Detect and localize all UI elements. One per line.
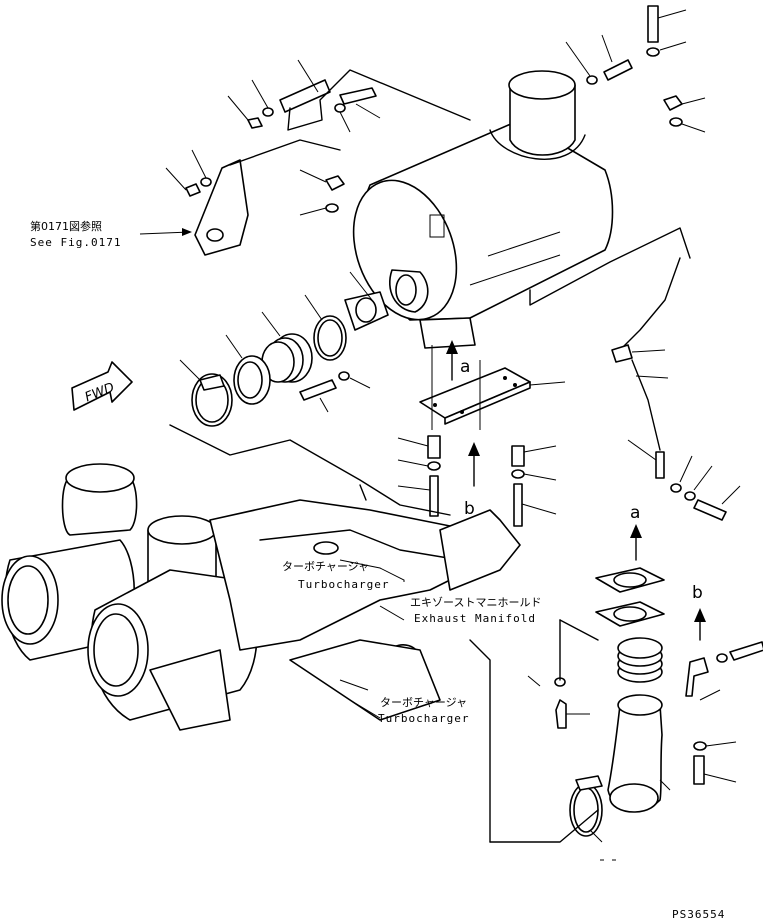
ref-label-en: See Fig.0171 bbox=[30, 236, 121, 249]
inlet-bolt bbox=[299, 371, 371, 413]
turbocharger-label-1-en: Turbocharger bbox=[298, 578, 389, 591]
manifold-label-jp: エキゾーストマニホールド bbox=[410, 596, 541, 609]
center-nut bbox=[299, 169, 345, 216]
top-bolt-2 bbox=[565, 34, 633, 85]
sleeve bbox=[225, 334, 271, 405]
muffler bbox=[352, 70, 614, 349]
bracket-left bbox=[139, 139, 341, 256]
gasket-1 bbox=[595, 567, 665, 593]
marker-a-right: a bbox=[630, 503, 642, 561]
marker-a-right-label: a bbox=[630, 503, 640, 523]
gasket-flange bbox=[344, 271, 389, 331]
marker-a-upper: a bbox=[446, 340, 470, 381]
turbocharger-label-2-jp: ターボチャージャ bbox=[380, 696, 467, 709]
small-tube bbox=[611, 257, 681, 479]
band-clamp-1 bbox=[179, 359, 233, 427]
tube-bolt bbox=[670, 455, 741, 521]
right-nuts bbox=[663, 95, 706, 133]
fwd-arrow: FWD bbox=[71, 361, 133, 411]
elbow-pipe bbox=[607, 694, 671, 813]
bracket-right bbox=[685, 641, 763, 785]
clamp-ring bbox=[304, 294, 347, 361]
bracket-top bbox=[227, 59, 471, 133]
turbocharger-label-2-en: Turbocharger bbox=[378, 712, 469, 725]
bellows-right bbox=[617, 637, 663, 683]
marker-b-right-label: b bbox=[692, 583, 703, 603]
mounting-plate bbox=[419, 345, 566, 430]
marker-a-upper-label: a bbox=[460, 357, 470, 377]
bellows bbox=[261, 311, 313, 383]
manifold-label-en: Exhaust Manifold bbox=[414, 612, 536, 625]
marker-b-right: b bbox=[692, 583, 706, 641]
exhaust-manifold bbox=[149, 484, 521, 731]
top-bolt-1 bbox=[646, 5, 687, 57]
spacer-left bbox=[397, 435, 441, 517]
drawing-number: PS36554 bbox=[672, 908, 725, 921]
band-clamp-2 bbox=[569, 775, 603, 843]
marker-b-manifold-label: b bbox=[464, 499, 475, 519]
marker-a-plate: b bbox=[464, 442, 480, 519]
manifold-bolt bbox=[527, 675, 590, 729]
gasket-2 bbox=[595, 601, 665, 627]
ref-label-jp: 第0171図参照 bbox=[30, 219, 102, 233]
spacer-right bbox=[511, 445, 557, 527]
turbocharger-label-1-jp: ターボチャージャ bbox=[282, 560, 369, 573]
